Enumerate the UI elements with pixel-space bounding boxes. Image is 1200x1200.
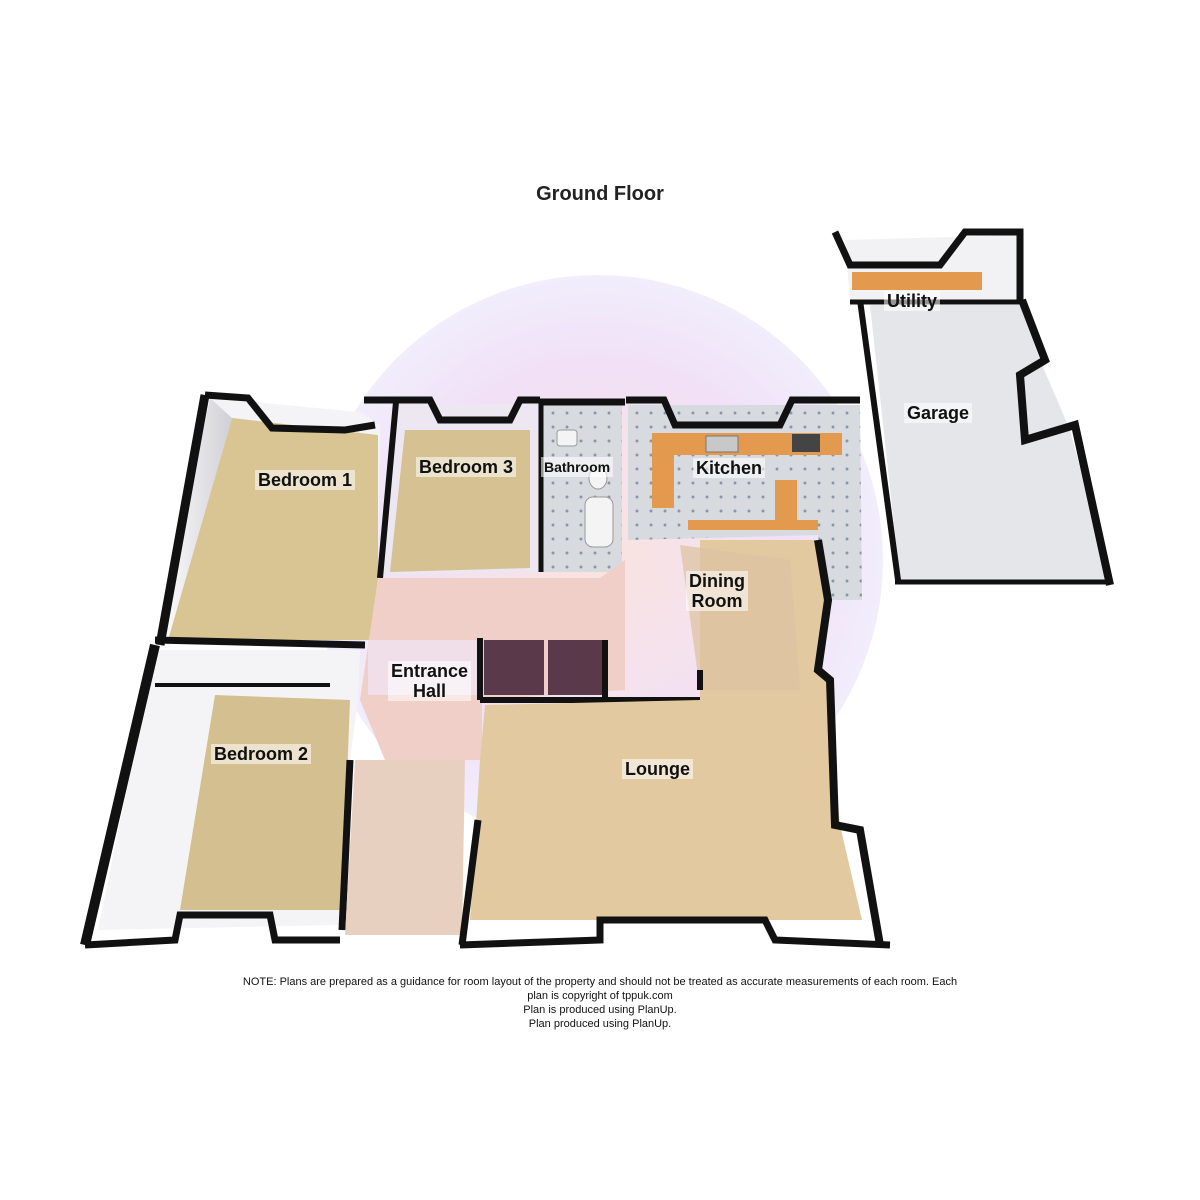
room-garage bbox=[857, 298, 1114, 586]
label-lounge: Lounge bbox=[622, 759, 693, 779]
label-bathroom: Bathroom bbox=[541, 457, 614, 477]
kitchen-worktop-side bbox=[652, 433, 674, 508]
room-kitchen bbox=[626, 396, 862, 600]
note-line-2: plan is copyright of tppuk.com bbox=[527, 990, 673, 1002]
label-entrance-line2: Hall bbox=[413, 681, 447, 701]
room-bedroom-2 bbox=[80, 636, 366, 949]
note-line-1: NOTE: Plans are prepared as a guidance f… bbox=[242, 976, 958, 988]
label-kitchen: Kitchen bbox=[693, 458, 766, 478]
label-utility: Utility bbox=[884, 291, 941, 311]
label-dining-room: Dining Room bbox=[686, 571, 748, 611]
room-bathroom bbox=[538, 398, 625, 572]
label-bedroom-3: Bedroom 3 bbox=[416, 457, 517, 477]
basin-fixture bbox=[556, 429, 578, 447]
label-bedroom-2: Bedroom 2 bbox=[211, 744, 312, 764]
sink bbox=[705, 435, 739, 453]
bath-fixture bbox=[584, 496, 614, 548]
hob bbox=[792, 434, 820, 452]
label-garage: Garage bbox=[904, 403, 973, 423]
label-entrance-hall: Entrance Hall bbox=[388, 661, 472, 701]
disclaimer-note: NOTE: Plans are prepared as a guidance f… bbox=[150, 975, 1050, 1031]
floor-title: Ground Floor bbox=[536, 183, 664, 205]
label-entrance-line1: Entrance bbox=[391, 661, 469, 681]
note-line-4: Plan produced using PlanUp. bbox=[528, 1018, 672, 1030]
label-dining-line2: Room bbox=[691, 591, 743, 611]
label-dining-line1: Dining bbox=[689, 571, 745, 591]
kitchen-worktop-island bbox=[775, 480, 797, 520]
room-entrance-hall bbox=[360, 560, 700, 760]
label-bedroom-1: Bedroom 1 bbox=[255, 470, 356, 490]
room-bedroom-1 bbox=[155, 391, 380, 646]
note-line-3: Plan is produced using PlanUp. bbox=[523, 1004, 677, 1016]
